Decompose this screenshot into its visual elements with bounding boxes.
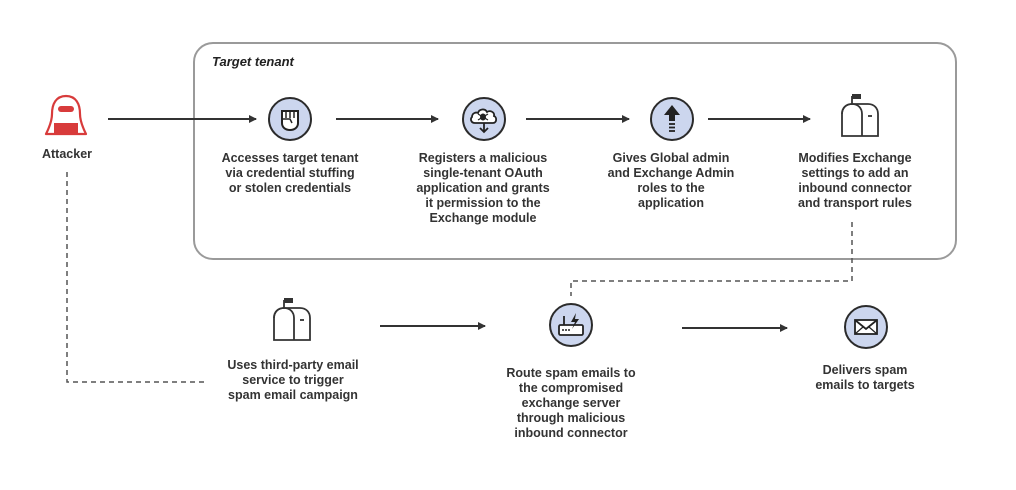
target-tenant-boundary xyxy=(193,42,957,260)
attacker-label: Attacker xyxy=(41,147,93,161)
raised-fist-icon xyxy=(268,97,312,141)
step-deliver-label: Delivers spam emails to targets xyxy=(815,363,915,392)
step-third-party-label: Uses third-party email service to trigge… xyxy=(227,358,359,402)
step-access-label: Accesses target tenant via credential st… xyxy=(221,151,359,195)
router-lightning-icon xyxy=(549,303,593,347)
hacker-icon xyxy=(44,94,88,136)
tenant-title: Target tenant xyxy=(212,54,294,69)
mailbox-icon xyxy=(841,94,879,137)
mailbox-icon xyxy=(273,298,311,341)
dashed-modify-to-route xyxy=(570,222,853,296)
step-register-label: Registers a malicious single-tenant OAut… xyxy=(416,151,550,225)
step-modify-label: Modifies Exchange settings to add an inb… xyxy=(798,151,912,210)
step-route-label: Route spam emails to the compromised exc… xyxy=(506,366,636,440)
step-roles-label: Gives Global admin and Exchange Admin ro… xyxy=(607,151,735,210)
envelope-icon xyxy=(844,305,888,349)
upload-arrow-icon xyxy=(650,97,694,141)
cloud-bug-icon xyxy=(462,97,506,141)
dashed-attacker-to-third-party xyxy=(66,172,204,383)
